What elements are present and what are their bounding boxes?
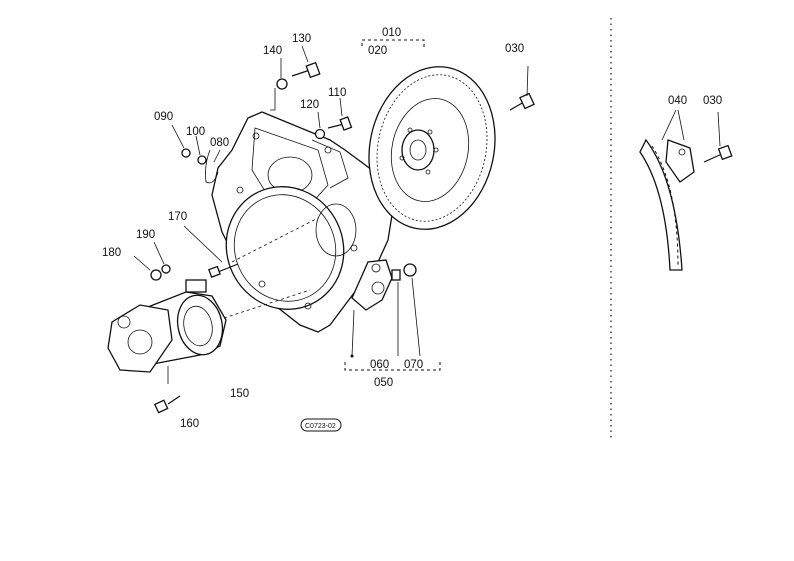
drawing-code-stamp: C0723-02 [300, 418, 342, 432]
flywheel-housing [211, 111, 393, 333]
label-130: 130 [292, 33, 311, 45]
housing-top-bolts [270, 45, 353, 140]
flywheel [368, 66, 496, 230]
label-080: 080 [210, 137, 229, 149]
drawing-code: C0723-02 [305, 423, 336, 430]
label-190: 190 [136, 229, 155, 241]
flywheel-bolt [509, 65, 535, 111]
label-180: 180 [102, 247, 121, 259]
label-140: 140 [263, 45, 282, 57]
label-110: 110 [328, 87, 346, 99]
label-170: 170 [168, 211, 187, 223]
label-120: 120 [300, 99, 319, 111]
label-050: 050 [374, 377, 393, 389]
label-040: 040 [668, 95, 687, 107]
label-010: 010 [382, 27, 401, 39]
bracket-010 [361, 39, 425, 50]
label-160: 160 [180, 418, 199, 430]
label-070: 070 [404, 359, 423, 371]
ring-gear-detail [639, 109, 733, 271]
bracket-050 [344, 362, 441, 371]
housing-plug [350, 263, 421, 358]
label-030-detail: 030 [703, 95, 722, 107]
starter-stud [133, 217, 319, 319]
label-090: 090 [154, 111, 173, 123]
label-020: 020 [368, 45, 387, 57]
label-100: 100 [186, 126, 205, 138]
starter-motor [107, 279, 227, 384]
left-fasteners [171, 124, 221, 184]
label-150: 150 [230, 388, 249, 400]
label-060: 060 [370, 359, 389, 371]
starter-bolt [153, 395, 181, 414]
label-030: 030 [505, 43, 524, 55]
